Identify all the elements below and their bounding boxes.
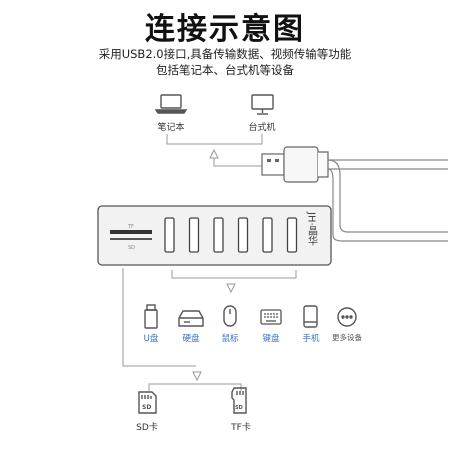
usb-port xyxy=(286,217,298,253)
host-label-desktop: 台式机 xyxy=(248,123,276,133)
svg-text:SD: SD xyxy=(235,405,243,411)
mouse-icon xyxy=(223,305,237,327)
device-label-more: 更多设备 xyxy=(332,333,362,342)
hub-brand: JH·晶华 xyxy=(306,211,318,246)
svg-text:SD: SD xyxy=(142,404,151,411)
desktop-monitor-icon xyxy=(251,94,274,115)
slot-tf-label: TF xyxy=(127,224,134,230)
host-label-laptop: 笔记本 xyxy=(157,123,185,133)
hard-disk-icon xyxy=(178,310,204,327)
usb-port xyxy=(188,217,200,253)
usb-port xyxy=(262,217,273,253)
card-bracket xyxy=(148,383,242,391)
usb-cable xyxy=(328,159,448,170)
up-arrow-icon xyxy=(209,148,219,159)
phone-icon xyxy=(303,305,318,328)
usb-port xyxy=(164,217,175,253)
usb-ports xyxy=(164,217,298,253)
device-label-keyboard: 键盘 xyxy=(262,334,280,344)
host-bracket xyxy=(166,134,263,145)
laptop-icon xyxy=(154,94,188,114)
device-label-harddisk: 硬盘 xyxy=(182,334,200,344)
keyboard-icon xyxy=(260,309,282,325)
subtitle-line-2: 包括笔记本、台式机等设备 xyxy=(156,63,294,77)
ports-bracket xyxy=(171,270,297,279)
usb-plug xyxy=(261,146,329,183)
usb-drive-icon xyxy=(144,304,158,329)
down-arrow-icon xyxy=(226,283,236,294)
page-title: 连接示意图 xyxy=(145,12,305,47)
card-arrow-icon xyxy=(192,371,202,382)
card-label-tf: TF卡 xyxy=(231,423,251,433)
card-label-sd: SD卡 xyxy=(136,423,158,433)
card-connector xyxy=(122,268,196,367)
subtitle-line-1: 采用USB2.0接口,具备传输数据、视频传输等功能 xyxy=(98,47,352,61)
usb-port xyxy=(237,217,249,253)
more-icon xyxy=(337,307,357,327)
device-label-mouse: 鼠标 xyxy=(221,334,239,344)
sd-card-icon: SD xyxy=(138,391,157,414)
device-label-udisk: U盘 xyxy=(143,334,159,344)
tf-card-icon: SD xyxy=(231,387,247,414)
usb-port xyxy=(213,217,224,253)
device-label-phone: 手机 xyxy=(302,334,320,344)
slot-sd-label: SD xyxy=(128,245,135,251)
